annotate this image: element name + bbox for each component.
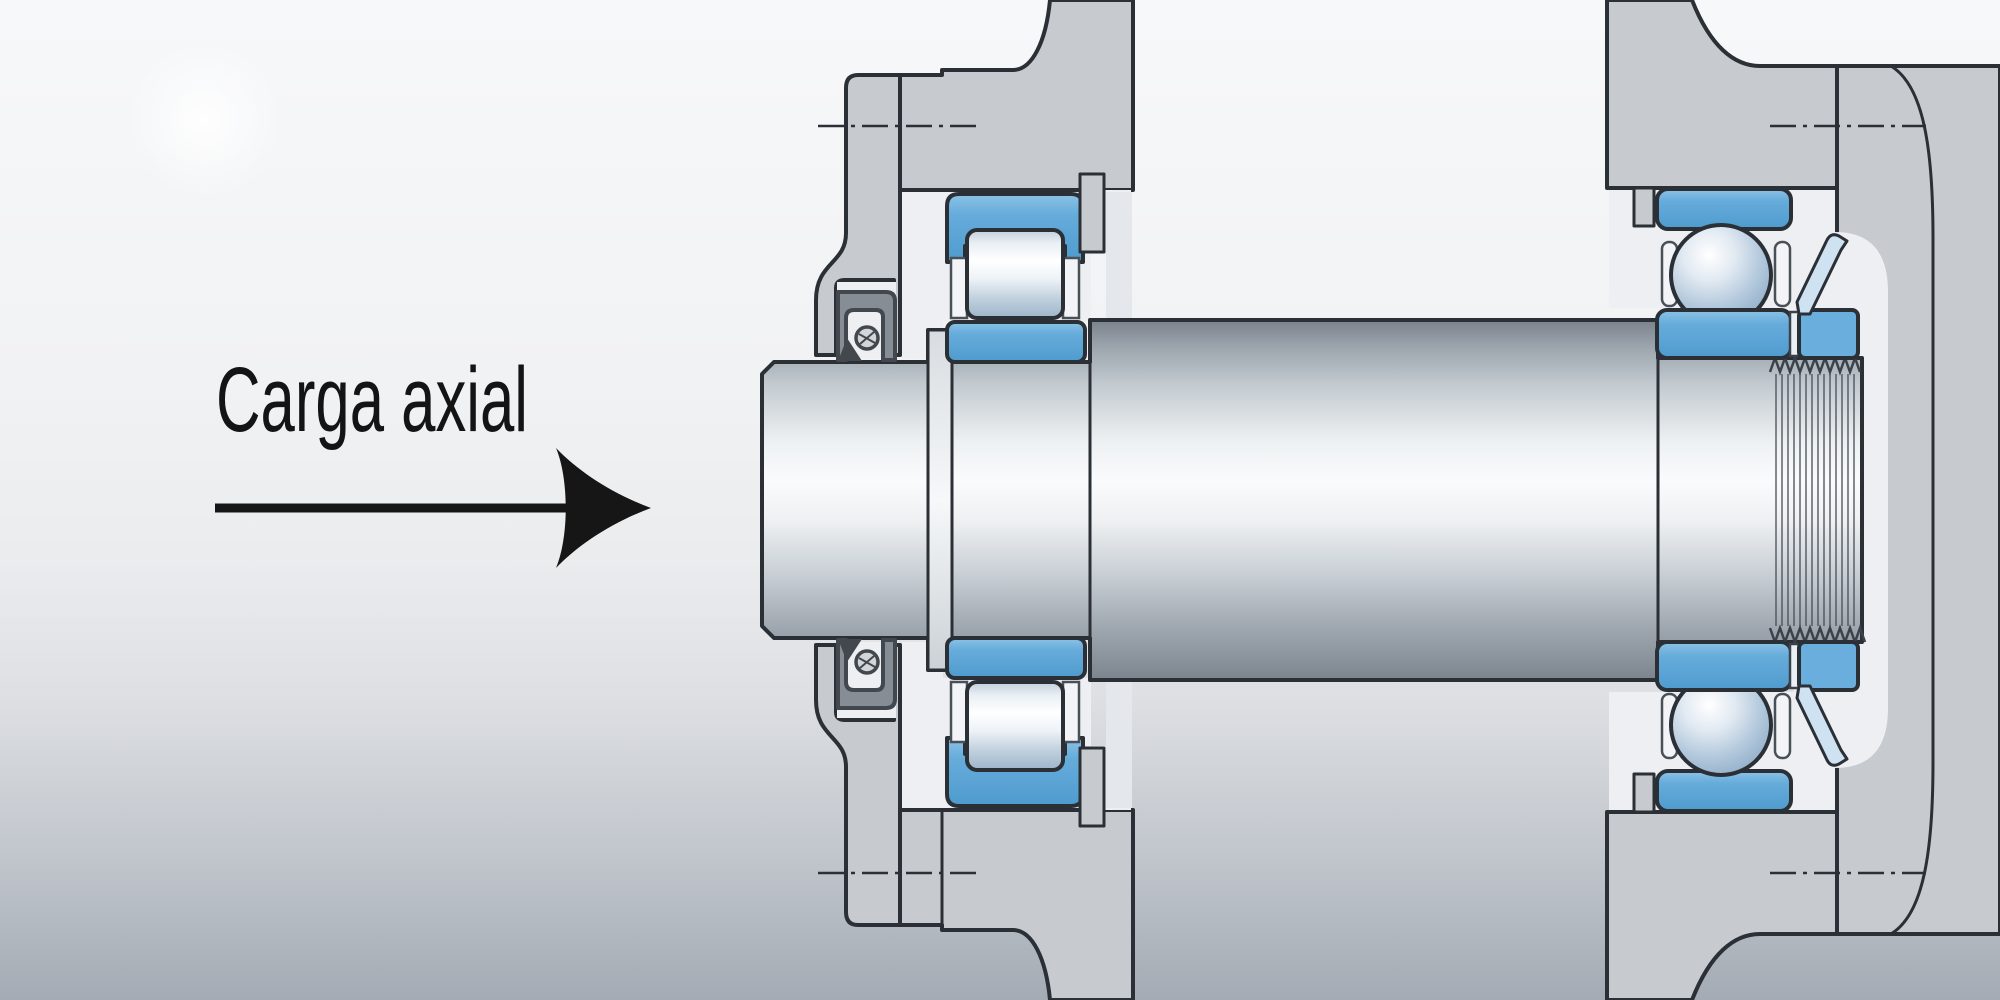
ball-cage [1773, 692, 1792, 760]
right-housing-block-top [1605, 0, 1839, 190]
roller-cage [949, 256, 969, 320]
ball-cage [1773, 240, 1792, 308]
lock-washer-tab [1795, 684, 1849, 767]
housing-shoulder [1632, 772, 1656, 814]
end-cover-bottom [814, 643, 902, 927]
ball-outer-ring-top [1655, 187, 1793, 231]
left-housing-body-top [898, 0, 1135, 192]
axial-load-label: Carga axial [216, 349, 528, 451]
roller-inner-ring-top [945, 320, 1087, 364]
housing-joint-lines [898, 77, 944, 928]
ball-outer-ring-bottom [1655, 769, 1793, 813]
center-lines [818, 124, 1926, 875]
ball-inner-ring-bottom [1655, 640, 1793, 692]
left-housing-body [898, 0, 1135, 1000]
arrow-head [556, 448, 651, 568]
shaft [760, 318, 1867, 682]
snap-ring [1078, 172, 1106, 254]
ball-inner-ring-top [1655, 308, 1793, 360]
seal-top [836, 290, 897, 362]
roller-inner-ring-bottom [945, 636, 1087, 680]
shaft-shoulder-lines [1088, 322, 1660, 678]
roller [965, 228, 1065, 320]
roller [965, 680, 1065, 772]
roller-cage [1061, 680, 1081, 744]
locknut-assembly [1788, 233, 1860, 767]
housing-shoulder [1632, 186, 1656, 228]
garter-spring-coil [858, 655, 876, 669]
right-housing-block-bottom [1605, 810, 1839, 1000]
thread-crest-bottom [1768, 624, 1867, 646]
seal-bottom [836, 638, 897, 710]
lock-washer-tab [1795, 233, 1849, 316]
roller-cage [1061, 256, 1081, 320]
radial-shaft-seal [836, 290, 897, 710]
garter-spring-coil [858, 331, 876, 345]
snap-ring [1078, 746, 1106, 828]
deep-groove-ball-bearing [1655, 187, 1793, 813]
shaft-abutment-collar [926, 328, 954, 672]
roller-cage [949, 680, 969, 744]
annotation: Carga axial [215, 349, 651, 568]
left-housing-body-bottom [898, 808, 1135, 1000]
thread-hatch [1775, 374, 1855, 626]
seal-lip-top [838, 338, 862, 361]
end-cover-top [814, 73, 902, 357]
cylindrical-roller-bearing [945, 172, 1106, 828]
locknut [1797, 640, 1860, 692]
axial-load-arrow [215, 448, 651, 568]
locknut [1797, 308, 1860, 360]
seal-lip-bottom [838, 639, 862, 662]
housing-flange-contour [1890, 64, 1935, 936]
left-housing-end-cover [814, 73, 902, 927]
